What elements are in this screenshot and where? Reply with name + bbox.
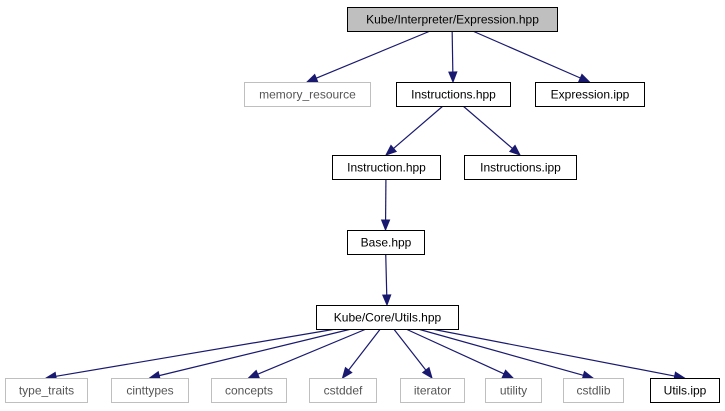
edge-line [316,30,431,79]
node-label: Base.hpp [361,236,412,250]
node-box [5,378,88,403]
edge-arrowhead [341,366,353,380]
edge-line [385,253,388,296]
edge-utils_hpp-to-cstddef [341,328,381,380]
node-box [309,378,377,403]
node-label: Utils.ipp [664,384,707,398]
edge-arrowhead [577,73,591,83]
edge-line [55,328,336,377]
node-label: Kube/Interpreter/Expression.hpp [366,13,539,27]
node-concepts: concepts [211,378,287,403]
edge-line [472,30,581,79]
edge-arrowhead [501,369,515,379]
edge-instructions_hpp-to-instruction_hpp [384,105,444,156]
edge-arrowhead [508,144,522,156]
node-box [347,230,425,255]
node-cstdlib: cstdlib [563,378,624,403]
edge-line [405,328,505,375]
edge-utils_hpp-to-utility [405,328,515,379]
edge-line [257,328,367,375]
node-box [464,155,577,180]
edge-base_hpp-to-utils_hpp [382,253,392,307]
node-utils-ipp[interactable]: Utils.ipp [650,378,720,403]
node-label: iterator [414,384,451,398]
node-base-hpp[interactable]: Base.hpp [347,230,425,255]
edge-arrowhead [384,144,398,156]
node-label: Expression.ipp [551,88,630,102]
node-cstddef: cstddef [309,378,377,403]
edge-line [451,30,454,73]
edge-arrowhead [448,71,458,84]
edge-utils_hpp-to-cinttypes [148,328,352,381]
edge-line [417,328,584,376]
edge-instructions_hpp-to-instructions_ipp [462,105,522,156]
node-label: concepts [225,384,273,398]
node-box [400,378,465,403]
node-expression-hpp[interactable]: Kube/Interpreter/Expression.hpp [347,7,558,32]
nodes-layer: Kube/Interpreter/Expression.hpp memory_re… [5,7,720,403]
edge-utils_hpp-to-iterator [393,328,433,380]
node-memory-resource: memory_resource [244,82,371,107]
node-utility: utility [485,378,542,403]
edge-line [431,328,675,377]
node-label: Instructions.hpp [411,88,496,102]
edge-expression_hpp-to-memory_resource [305,30,431,83]
node-box [244,82,371,107]
node-iterator: iterator [400,378,465,403]
node-box [485,378,542,403]
edge-expression_hpp-to-expression_ipp [472,30,591,83]
edge-utils_hpp-to-type_traits [44,328,336,381]
edge-line [348,328,381,371]
edge-expression_hpp-to-instructions_hpp [448,30,458,84]
node-label: cstddef [324,384,363,398]
node-box [211,378,287,403]
node-label: Instruction.hpp [347,161,426,175]
node-cinttypes: cinttypes [111,378,189,403]
node-label: Instructions.ipp [480,161,561,175]
node-label: memory_resource [259,88,356,102]
edge-arrowhead [421,366,433,380]
edge-arrowhead [380,219,391,232]
node-type-traits: type_traits [5,378,88,403]
node-box [347,7,558,32]
node-box [396,82,511,107]
node-label: Kube/Core/Utils.hpp [334,311,442,325]
node-instructions-ipp[interactable]: Instructions.ipp [464,155,577,180]
edge-line [393,328,427,371]
node-box [111,378,189,403]
node-box [316,305,459,330]
node-box [563,378,624,403]
node-instructions-hpp[interactable]: Instructions.hpp [396,82,511,107]
edge-arrowhead [382,294,392,307]
node-expression-ipp[interactable]: Expression.ipp [535,82,645,107]
node-label: cstdlib [576,384,610,398]
edge-line [462,105,513,149]
node-label: type_traits [19,384,74,398]
node-instruction-hpp[interactable]: Instruction.hpp [332,155,441,180]
node-label: utility [500,384,527,398]
node-label: cinttypes [126,384,173,398]
edge-instruction_hpp-to-base_hpp [380,178,391,232]
edge-arrowhead [305,73,319,83]
node-box [535,82,645,107]
node-box [332,155,441,180]
edge-arrowhead [247,369,261,379]
node-box [650,378,720,403]
edge-utils_hpp-to-utils_ipp [431,328,686,381]
edge-utils_hpp-to-concepts [247,328,367,379]
node-utils-hpp[interactable]: Kube/Core/Utils.hpp [316,305,459,330]
edge-line [393,105,444,149]
edge-line [159,328,352,377]
